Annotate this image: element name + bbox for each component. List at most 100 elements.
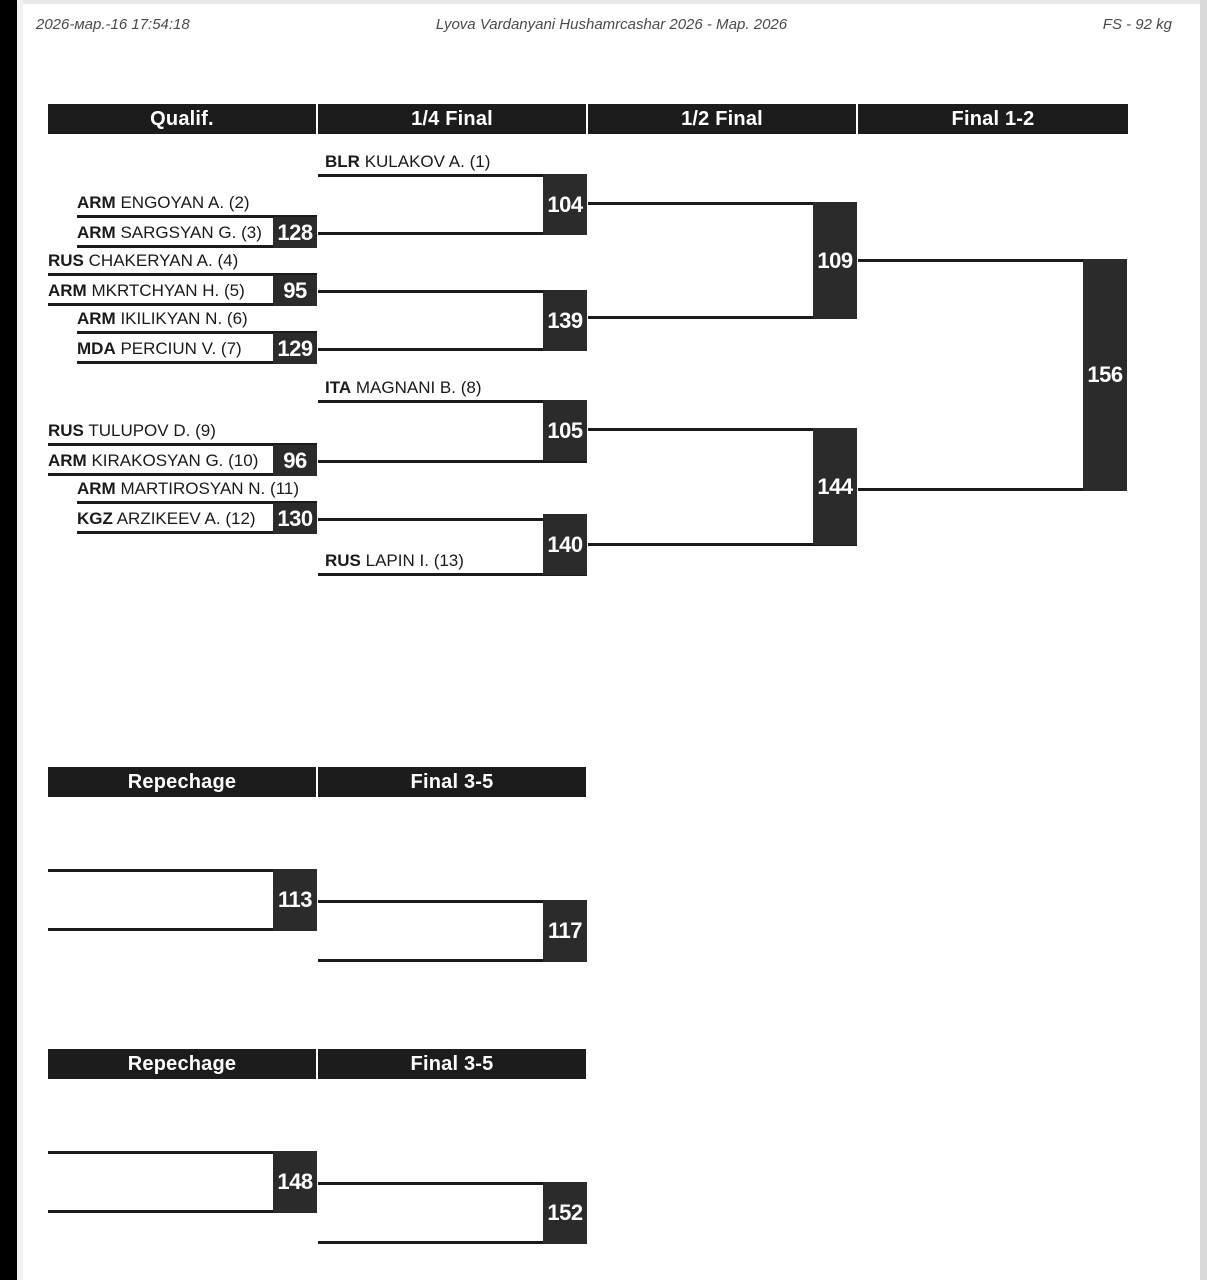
bout-number-113: 113 [273,869,317,931]
bracket-line-final-156-bottom [858,488,1127,491]
country-code: BLR [325,152,360,171]
bracket-line-quarter-104-top [318,174,587,177]
country-code: ARM [48,281,87,300]
wrestler-seed: (1) [469,152,491,171]
bracket-line-final35-152-bottom [318,1241,587,1244]
bracket-line-qualif-9 [48,443,317,446]
header-event-title: Lyova Vardanyani Hushamrcashar 2026 - Ма… [435,16,788,33]
wrestler-seed: (11) [270,479,300,498]
bout-number-144: 144 [813,428,857,545]
round-header-repechage-1: Repechage [48,767,316,797]
bracket-line-quarter-104-bottom [318,232,587,235]
country-code: ARM [77,479,116,498]
wrestler-seed: (4) [217,251,239,270]
country-code: RUS [48,421,84,440]
wrestler-name: ENGOYAN A. [120,193,225,212]
wrestler-qualif-4: RUS CHAKERYAN A. (4) [48,251,238,271]
page-edge-right [1200,0,1207,1280]
bracket-line-semi-144-top [588,428,857,431]
bout-number-128: 128 [273,217,317,248]
bout-number-104: 104 [543,174,587,235]
bracket-line-semi-109-top [588,202,857,205]
wrestler-seed: (2) [228,193,250,212]
wrestler-qualif-2: ARM ENGOYAN A. (2) [77,193,250,213]
bracket-line-quarter-105-bottom [318,460,587,463]
wrestler-seed: (10) [228,451,259,470]
wrestler-seed: (9) [195,421,216,440]
country-code: ARM [48,451,87,470]
country-code: RUS [48,251,84,270]
round-header-final35-1: Final 3-5 [318,767,586,797]
bracket-line-qualif-4 [48,273,317,276]
wrestler-qualif-3: ARM SARGSYAN G. (3) [77,223,262,243]
bracket-line-qualif-6 [77,331,317,334]
bout-number-156: 156 [1083,259,1127,491]
bout-number-129: 129 [273,333,317,364]
bracket-line-final35-117-bottom [318,959,587,962]
country-code: ARM [77,309,116,328]
wrestler-name: KIRAKOSYAN G. [91,451,224,470]
bracket-line-qualif-3 [77,245,317,248]
bout-number-105: 105 [543,400,587,461]
wrestler-qualif-12: KGZ ARZIKEEV A. (12) [77,509,256,529]
wrestler-qualif-6: ARM IKILIKYAN N. (6) [77,309,248,329]
bracket-line-repechage-113-top [48,869,317,872]
bracket-line-quarter-140-top [318,518,587,521]
wrestler-seed: (5) [224,281,245,300]
page-edge-left [0,0,17,1280]
bracket-line-repechage-113-bottom [48,928,317,931]
document-header: 2026-мар.-16 17:54:18 Lyova Vardanyani H… [23,12,1200,42]
round-header-semi: 1/2 Final [588,104,856,134]
bout-number-130: 130 [273,503,317,534]
round-header-qualif: Qualif. [48,104,316,134]
wrestler-name: LAPIN I. [365,551,429,570]
bout-number-117: 117 [543,900,587,962]
bout-number-140: 140 [543,514,587,575]
header-weight-class: FS - 92 kg [1102,16,1172,33]
bracket-line-qualif-12 [77,531,317,534]
round-header-final: Final 1-2 [858,104,1128,134]
wrestler-quarter-1: BLR KULAKOV A. (1) [325,152,490,172]
country-code: ARM [77,223,116,242]
country-code: KGZ [77,509,113,528]
country-code: MDA [77,339,116,358]
wrestler-seed: (6) [226,309,248,328]
bracket-line-final35-117-top [318,900,587,903]
wrestler-qualif-10: ARM KIRAKOSYAN G. (10) [48,451,258,471]
country-code: ARM [77,193,116,212]
wrestler-name: MARTIROSYAN N. [120,479,266,498]
page-top-edge [23,0,1200,4]
bracket-line-semi-144-bottom [588,543,857,546]
bracket-line-repechage-148-bottom [48,1210,317,1213]
wrestler-quarter-13: RUS LAPIN I. (13) [325,551,464,571]
wrestler-seed: (13) [433,551,464,570]
header-timestamp: 2026-мар.-16 17:54:18 [36,16,190,33]
wrestler-name: MAGNANI B. [355,378,456,397]
bout-number-152: 152 [543,1182,587,1244]
bracket-line-quarter-139-bottom [318,348,587,351]
wrestler-name: PERCIUN V. [120,339,217,358]
wrestler-seed: (8) [460,378,482,397]
bout-number-96: 96 [273,445,317,476]
round-header-repechage-2: Repechage [48,1049,316,1079]
wrestler-qualif-9: RUS TULUPOV D. (9) [48,421,216,441]
country-code: RUS [325,551,361,570]
wrestler-qualif-5: ARM MKRTCHYAN H. (5) [48,281,245,301]
wrestler-name: SARGSYAN G. [120,223,237,242]
bracket-line-final35-152-top [318,1182,587,1185]
wrestler-name: MKRTCHYAN H. [91,281,220,300]
bracket-line-qualif-11 [77,501,317,504]
wrestler-name: CHAKERYAN A. [88,251,213,270]
wrestler-name: KULAKOV A. [364,152,465,171]
wrestler-quarter-8: ITA MAGNANI B. (8) [325,378,482,398]
wrestler-qualif-11: ARM MARTIROSYAN N. (11) [77,479,299,499]
bracket-line-qualif-5 [48,303,317,306]
wrestler-qualif-7: MDA PERCIUN V. (7) [77,339,242,359]
wrestler-name: TULUPOV D. [88,421,191,440]
bout-number-109: 109 [813,202,857,319]
country-code: ITA [325,378,352,397]
wrestler-seed: (12) [225,509,256,528]
wrestler-seed: (3) [241,223,262,242]
page-edge-left-highlight [17,0,23,1280]
